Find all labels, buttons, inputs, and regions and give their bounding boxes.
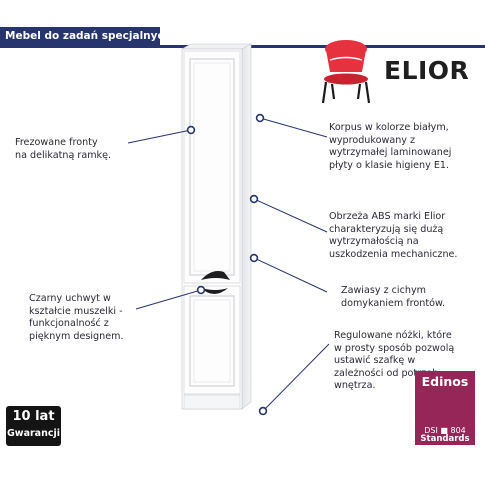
dsi-line: DSI ■ 804 bbox=[424, 426, 466, 435]
body-marker bbox=[255, 113, 265, 123]
edinos-standards: Standards bbox=[420, 434, 470, 444]
edges-marker bbox=[249, 194, 259, 204]
upper-door bbox=[183, 50, 241, 284]
hinges-marker bbox=[249, 253, 259, 263]
lower-door bbox=[183, 285, 241, 395]
edinos-certificate: Edinos DSI ■ 804 Standards bbox=[415, 371, 475, 445]
cabinet bbox=[180, 43, 253, 410]
handle-marker bbox=[196, 285, 206, 295]
shell-handle bbox=[201, 271, 230, 294]
promo-banner: Mebel do zadań specjalnych! bbox=[0, 27, 160, 45]
legs-marker bbox=[258, 406, 268, 416]
banner-text: Mebel do zadań specjalnych! bbox=[5, 30, 160, 42]
warranty-years: 10 lat bbox=[12, 409, 55, 424]
brand-name: ELIOR bbox=[384, 56, 470, 85]
edinos-brand: Edinos bbox=[421, 374, 469, 389]
warranty-badge: 10 lat Gwarancji bbox=[6, 406, 61, 446]
plinth bbox=[183, 394, 241, 410]
chair-icon bbox=[321, 40, 371, 104]
feature-body: Korpus w kolorze białym,wyprodukowany z … bbox=[329, 122, 452, 171]
pointer-lines bbox=[127, 117, 330, 412]
fronts-marker bbox=[186, 125, 196, 135]
warranty-label: Gwarancji bbox=[7, 428, 60, 439]
